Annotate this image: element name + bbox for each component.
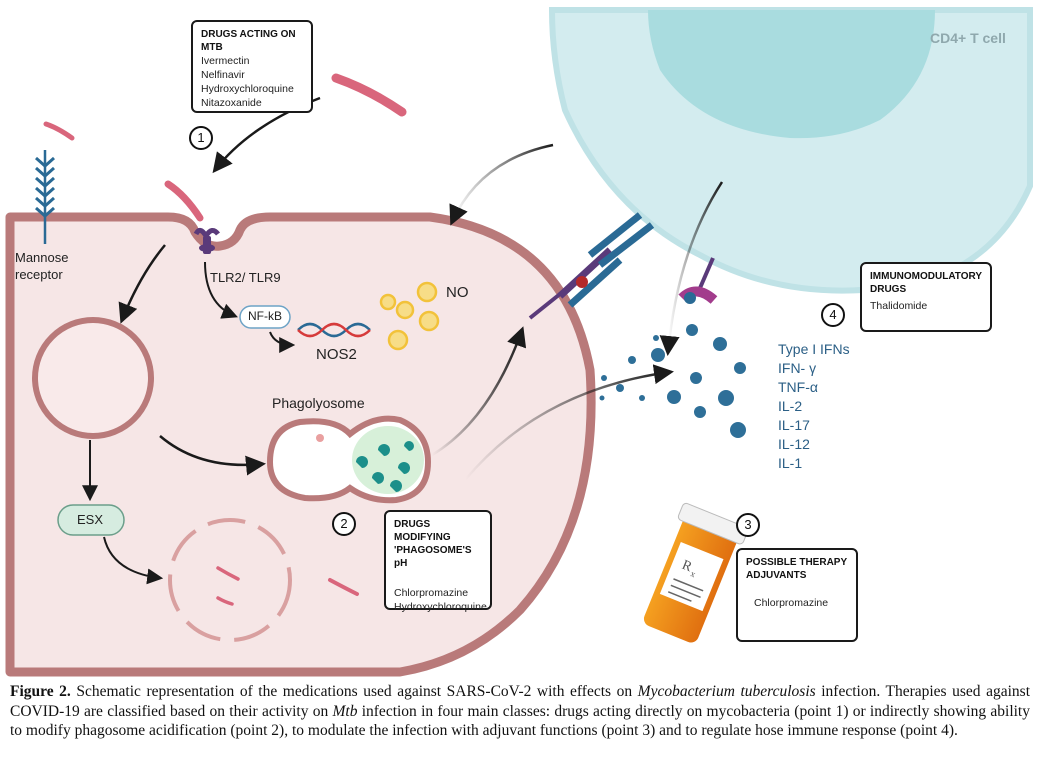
drug-item: Chlorpromazine [394,587,469,599]
therapy-adjuvants-box: POSSIBLE THERAPY ADJUVANTS Chlorpromazin… [736,548,858,642]
point-3-marker: 3 [736,513,760,537]
pill-bottle-icon: R x [643,502,749,643]
ruptured-phagosome [168,518,292,642]
drug-item: Nitazoxanide [201,97,262,109]
caption-italic: Mtb [332,702,358,720]
nfkb-label: NF-kB [248,309,282,323]
tlr-label: TLR2/ TLR9 [210,270,281,285]
drug-item: Thalidomide [870,300,928,312]
esx-badge [57,504,125,536]
caption-italic: Mycobacterium tuberculosis [637,683,816,700]
drug-item: Hydroxychloroquine [201,83,294,95]
cytokine-receptor-icon [678,257,718,304]
diagram-canvas: R x [5,7,1033,677]
esx-label: ESX [77,512,104,527]
drugs-acting-on-mtb-box: DRUGS ACTING ON MTB Ivermectin Nelfinavi… [191,20,313,113]
mannose-label-line2: receptor [15,267,63,282]
immunomodulatory-drugs-box: IMMUNOMODULATORY DRUGS Thalidomide [860,262,992,332]
drug-item: Hydroxychloroquine [394,601,487,613]
box-title-line1: POSSIBLE THERAPY [746,557,848,568]
tlr-receptor-icon [193,228,220,254]
caption-text: infection in four main classes: drugs ac… [10,702,1030,740]
cytokine-item: IL-12 [778,436,810,452]
box-title-line2: ADJUVANTS [746,570,807,581]
cytokine-item: IL-17 [778,417,810,433]
no-label: NO [446,284,469,301]
phagolysosome [266,415,432,504]
mannose-receptor-icon [35,150,55,244]
tcell-label: CD4+ T cell [930,30,1006,46]
drug-item: Chlorpromazine [754,597,829,609]
cytokine-item: IL-2 [778,398,803,414]
box-title-line1: IMMUNOMODULATORY [870,271,983,282]
point-4-marker: 4 [821,303,845,327]
box-title-line2: DRUGS [870,284,907,295]
drug-item: Nelfinavir [201,69,245,81]
phagosome [32,317,154,439]
drug-item: Ivermectin [201,55,250,67]
figure-caption: Figure 2. Schematic representation of th… [10,682,1030,741]
nitric-oxide-bubbles [379,281,440,351]
cytokine-item: IL-1 [778,455,803,471]
nos2-label: NOS2 [316,346,357,363]
mhc-tcr-complex-icon [528,212,655,320]
caption-text: infection. Therapies used against COVID-… [10,683,1031,720]
box-title-line1: DRUGS MODIFYING [394,519,451,543]
drugs-modifying-phagosome-box: DRUGS MODIFYING 'PHAGOSOME'S pH Chlorpro… [384,510,492,613]
nfkb-badge [239,305,291,329]
cytokine-list: Type I IFNs IFN- γ TNF-α IL-2 IL-17 IL-1… [778,340,850,473]
cytokine-item: Type I IFNs [778,341,850,357]
mannose-label-line1: Mannose [15,250,69,265]
svg-text:x: x [689,568,697,579]
caption-label: Figure 2. [10,683,71,700]
phagolysosome-label: Phagolyosome [272,395,365,411]
cd4-t-cell [548,7,1033,294]
point-1-marker: 1 [189,126,213,150]
box-title-line2: 'PHAGOSOME'S pH [394,545,472,569]
point-2-marker: 2 [332,512,356,536]
caption-text: Schematic representation of the medicati… [70,683,638,700]
dna-icon [297,322,371,338]
box-title: DRUGS ACTING ON MTB [201,29,296,53]
cytokine-item: IFN- γ [778,360,817,376]
cytokine-item: TNF-α [778,379,818,395]
